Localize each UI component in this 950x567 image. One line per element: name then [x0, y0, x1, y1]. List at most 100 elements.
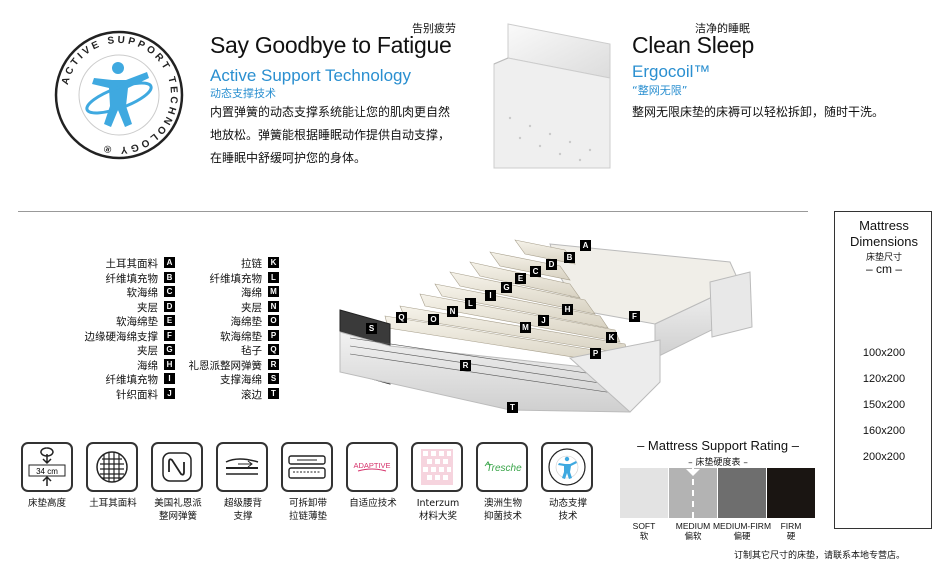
rating-title-cn: – 床垫硬度表 – — [688, 458, 748, 468]
feature-label: 自适应技术 — [349, 498, 397, 509]
clean-body: 整网无限床垫的床褥可以轻松拆卸，随时干洗。 — [632, 105, 885, 119]
diagram-key-o: O — [428, 314, 439, 325]
dimension-size: 120x200 — [862, 373, 906, 385]
feature-icons-row: 34 cm 床垫高度 土耳其面料 美国礼恩派整网弹簧 超级腰背支撑 — [18, 438, 608, 533]
diagram-key-c: C — [530, 266, 541, 277]
diagram-key-b: B — [564, 252, 575, 263]
diagram-key-d: D — [546, 259, 557, 270]
diagram-key-q: Q — [396, 312, 407, 323]
diagram-key-p: P — [590, 348, 601, 359]
rating-bar-medium-firm — [718, 468, 766, 518]
interzum-award-icon — [411, 442, 463, 492]
height-icon: 34 cm — [21, 442, 73, 492]
rating-bar-medium — [669, 468, 717, 518]
feature-label: 美国礼恩派整网弹簧 — [154, 498, 202, 522]
diagram-key-e: E — [515, 273, 526, 284]
tresche-icon: Tresche — [476, 442, 528, 492]
lumbar-icon — [216, 442, 268, 492]
diagram-key-l: L — [465, 298, 476, 309]
active-support-icon — [541, 442, 593, 492]
feature-label: 床垫高度 — [27, 498, 66, 509]
diagram-key-t: T — [507, 402, 518, 413]
diagram-key-j: J — [538, 315, 549, 326]
svg-text:34 cm: 34 cm — [36, 467, 58, 476]
diagram-key-s: S — [366, 323, 377, 334]
ergo-cn: “整网无限” — [632, 84, 688, 97]
diagram-key-n: N — [447, 306, 458, 317]
dimensions-title-1: Mattress — [859, 218, 909, 233]
mattress-topper-image — [490, 18, 615, 176]
ast-title: Active Support Technology — [210, 66, 411, 85]
spring-icon — [151, 442, 203, 492]
fabric-icon — [86, 442, 138, 492]
diagram-key-i: I — [485, 290, 496, 301]
ast-body: 内置弹簧的动态支撑系统能让您的肌肉更自然 地放松。弹簧能根据睡眠动作提供自动支撑… — [210, 105, 451, 165]
diagram-key-f: F — [629, 311, 640, 322]
dimensions-unit: – cm – — [865, 262, 902, 276]
rating-bar-firm — [767, 468, 815, 518]
active-support-icon: ACTIVE SUPPORT TECHNOLOGY ® — [54, 30, 184, 160]
active-support-badge: ACTIVE SUPPORT TECHNOLOGY ® — [52, 28, 186, 162]
footnote: 订制其它尺寸的床垫，请联系本地专营店。 — [734, 551, 906, 561]
diagram-key-k: K — [606, 332, 617, 343]
dimensions-title-cn: 床垫尺寸 — [865, 253, 902, 263]
ast-cn: 动态支撑技术 — [210, 87, 276, 100]
mattress-exploded-diagram — [330, 232, 760, 422]
svg-text:Tresche: Tresche — [486, 463, 522, 474]
feature-label: 澳洲生物抑菌技术 — [483, 498, 522, 522]
diagram-key-a: A — [580, 240, 591, 251]
dimension-size: 150x200 — [862, 399, 906, 411]
removable-cover-icon — [281, 442, 333, 492]
diagram-key-g: G — [501, 282, 512, 293]
dimension-size: 100x200 — [862, 347, 906, 359]
mattress-dimensions-panel: Mattress Dimensions 床垫尺寸 – cm – 100x200 … — [834, 211, 932, 529]
rating-bar-soft — [620, 468, 668, 518]
feature-label: 动态支撑技术 — [548, 498, 587, 522]
svg-text:ADAPTIVE: ADAPTIVE — [353, 461, 390, 470]
fatigue-cn: 告别疲劳 — [412, 22, 456, 35]
feature-label: 超级腰背支撑 — [223, 498, 262, 522]
diagram-key-h: H — [562, 304, 573, 315]
rating-title: – Mattress Support Rating – — [637, 438, 799, 453]
feature-label: 土耳其面料 — [89, 498, 137, 509]
clean-title: Clean Sleep — [632, 32, 755, 58]
divider — [18, 211, 808, 212]
dimension-size: 160x200 — [862, 425, 906, 437]
dimensions-title-2: Dimensions — [850, 234, 918, 249]
fatigue-title: Say Goodbye to Fatigue — [210, 32, 452, 58]
diagram-key-m: M — [520, 322, 531, 333]
adaptive-icon: ADAPTIVE — [346, 442, 398, 492]
ergo-title: Ergocoil™ — [632, 62, 711, 81]
dimension-size: 200x200 — [862, 451, 906, 463]
diagram-key-r: R — [460, 360, 471, 371]
feature-label: 可拆卸带拉链薄垫 — [288, 498, 327, 522]
clean-cn: 洁净的睡眠 — [695, 22, 750, 35]
